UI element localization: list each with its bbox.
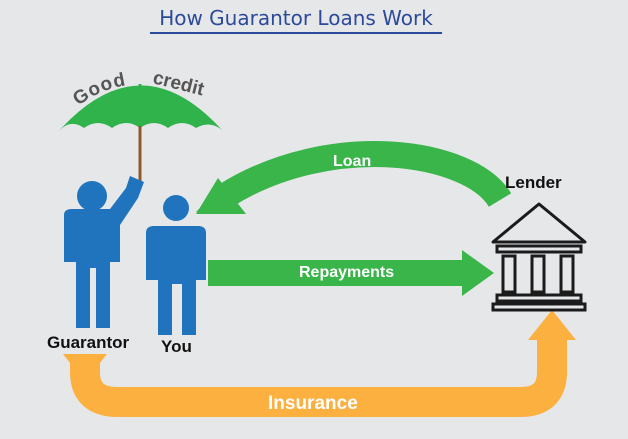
you-person-icon bbox=[146, 195, 206, 335]
repayments-label: Repayments bbox=[299, 264, 395, 281]
page-title: How Guarantor Loans Work bbox=[150, 6, 442, 34]
loan-arrow bbox=[196, 141, 512, 214]
repayments-arrow bbox=[208, 250, 494, 296]
guarantor-person-icon bbox=[64, 176, 144, 328]
guarantor-label: Guarantor bbox=[47, 333, 130, 352]
loan-label: Loan bbox=[333, 153, 372, 170]
insurance-arrow bbox=[63, 310, 576, 417]
bank-building-icon bbox=[491, 202, 587, 312]
you-label: You bbox=[161, 337, 192, 356]
insurance-label: Insurance bbox=[268, 393, 358, 414]
lender-label: Lender bbox=[505, 173, 562, 192]
